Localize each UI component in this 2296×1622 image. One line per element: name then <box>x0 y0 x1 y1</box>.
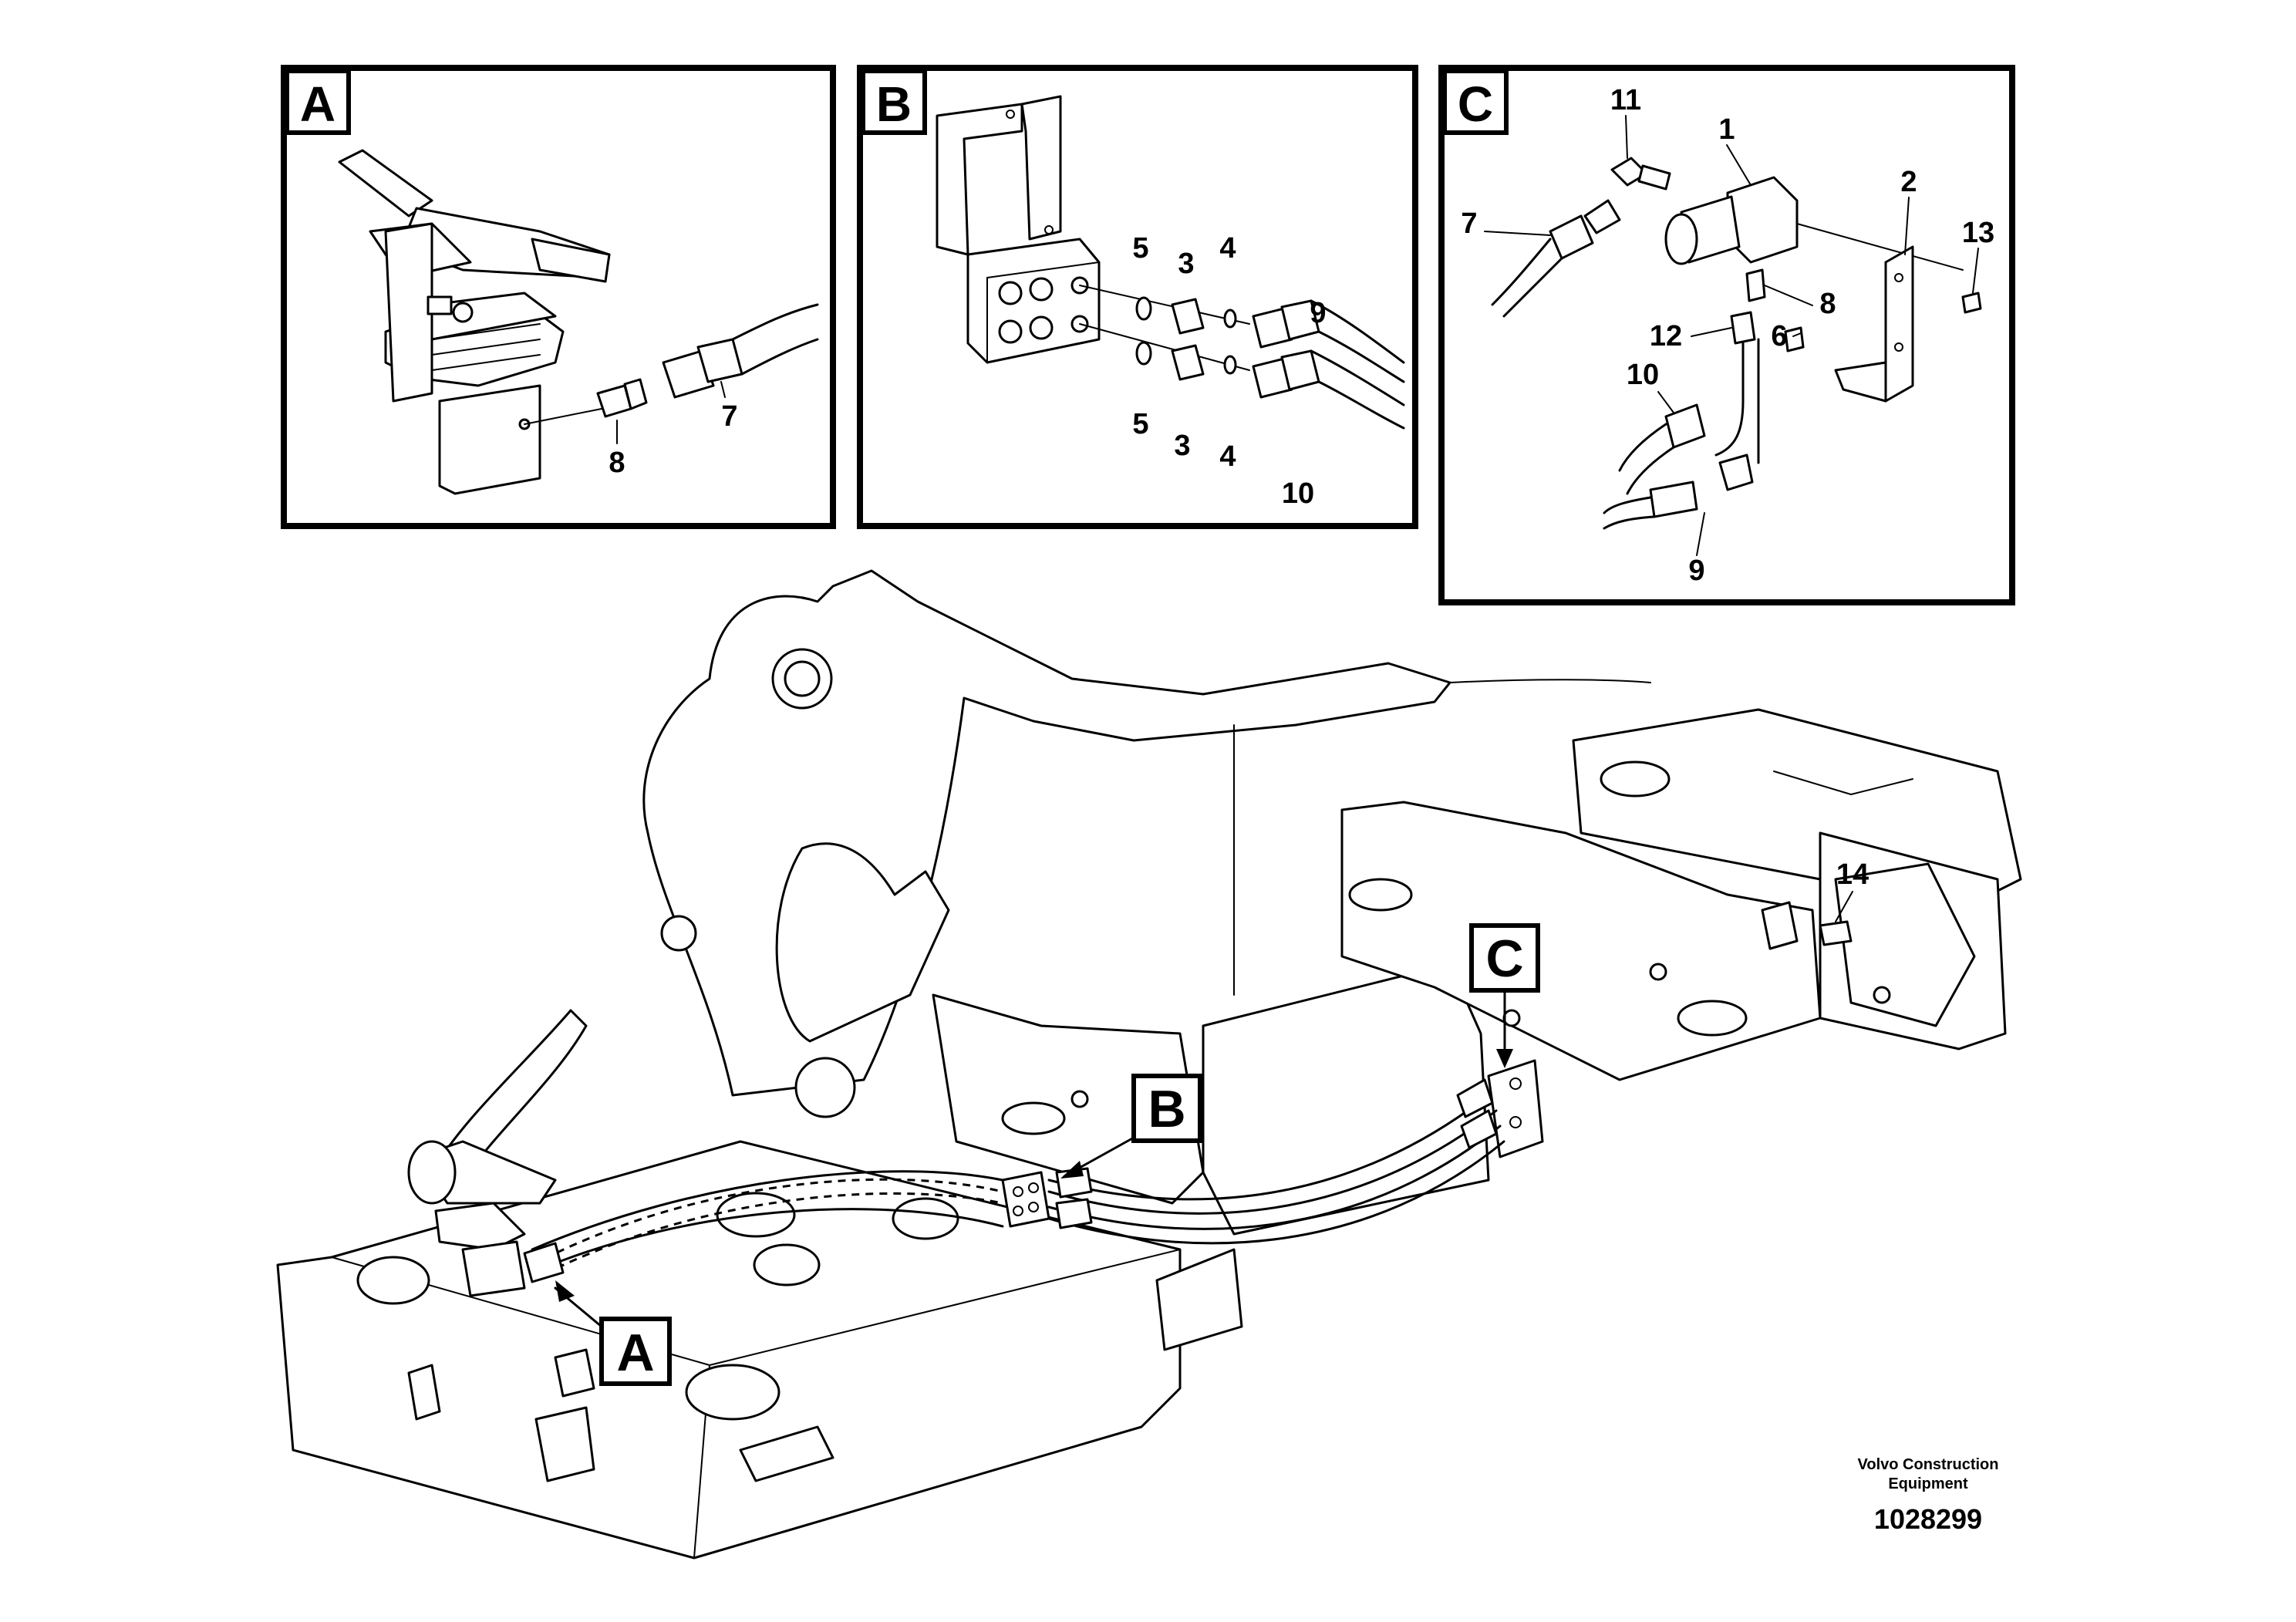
callout-c-9: 9 <box>1688 555 1704 587</box>
callout-b-9: 9 <box>1310 297 1326 329</box>
detail-panel-b: B <box>857 65 1418 529</box>
solenoid-valve-1 <box>1664 176 1799 265</box>
callout-c-1: 1 <box>1718 113 1735 146</box>
overview-marker-c: C <box>1485 929 1523 988</box>
elbow-11 <box>1583 157 1671 234</box>
hose-9-c <box>1603 454 1754 530</box>
callout-c-8: 8 <box>1819 288 1836 320</box>
panel-a-tag: A <box>300 76 335 132</box>
mounting-bracket <box>936 95 1062 256</box>
callout-b-5-top: 5 <box>1132 232 1148 265</box>
callout-c-2: 2 <box>1900 166 1917 198</box>
callout-c-12: 12 <box>1650 320 1682 352</box>
detail-panel-c: C <box>1438 65 2015 605</box>
overview-marker-b: B <box>1148 1080 1185 1138</box>
callout-b-4-bottom: 4 <box>1219 440 1236 473</box>
drawing-number: 1028299 <box>1874 1503 1982 1535</box>
callout-c-7: 7 <box>1461 207 1477 240</box>
panel-b-tag: B <box>876 76 912 132</box>
drawing-credit: Volvo Construction Equipment 1028299 <box>1858 1456 1999 1535</box>
credit-company-line1: Volvo Construction <box>1858 1456 1999 1473</box>
hose-7 <box>662 303 819 399</box>
hose-10 <box>1252 349 1405 430</box>
callout-c-10: 10 <box>1627 359 1659 391</box>
bracket-2 <box>1834 245 1914 403</box>
hose-9 <box>1252 299 1405 383</box>
callout-c-13: 13 <box>1962 217 1994 249</box>
callout-b-3-bottom: 3 <box>1174 430 1190 462</box>
callout-a-7: 7 <box>721 400 737 433</box>
hose-7-c <box>1491 214 1594 318</box>
callout-b-4-top: 4 <box>1219 232 1236 265</box>
foot-pedal-valve <box>338 149 611 495</box>
overview-pedal <box>407 1009 588 1297</box>
detail-panel-a: A 8 7 <box>281 65 836 529</box>
overview-marker-a: A <box>616 1324 654 1382</box>
callout-b-5-bottom: 5 <box>1132 408 1148 440</box>
panel-c-tag: C <box>1458 76 1493 132</box>
callout-b-3-top: 3 <box>1178 248 1194 280</box>
callout-overview-14: 14 <box>1836 858 1869 891</box>
callout-b-10: 10 <box>1282 477 1314 510</box>
callout-a-8: 8 <box>609 447 625 479</box>
credit-company-line2: Equipment <box>1888 1475 1968 1492</box>
callout-c-11: 11 <box>1610 84 1641 116</box>
hose-10-c <box>1618 403 1706 495</box>
callout-c-6: 6 <box>1771 320 1787 352</box>
overview-machine-frame: A B C 14 <box>276 569 2022 1560</box>
valve-block <box>966 238 1101 364</box>
fitting-8 <box>596 378 648 418</box>
